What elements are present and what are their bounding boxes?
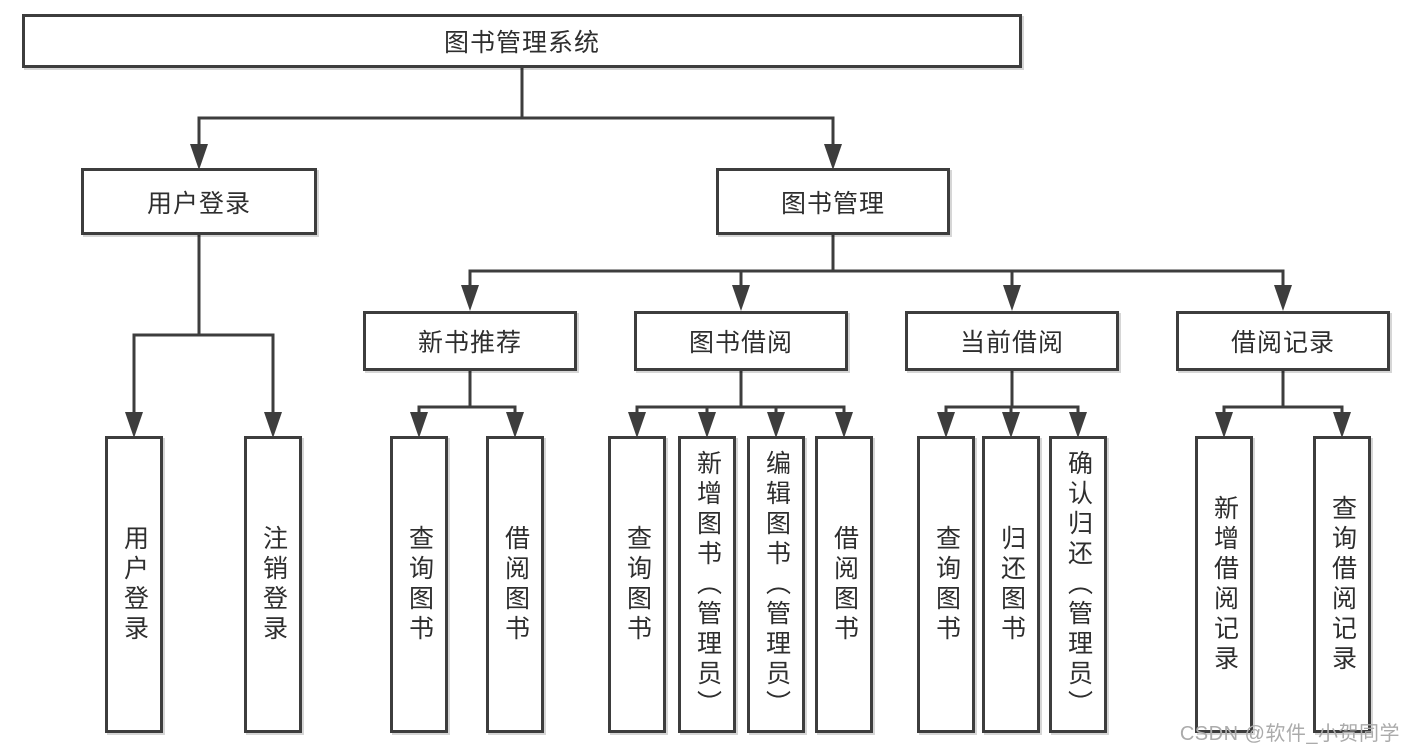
arrowhead-nb-query bbox=[410, 412, 428, 438]
leaf-cb-return-books-label: 归还图书 bbox=[997, 524, 1026, 645]
leaf-bb-add-books-admin-label: 新增图书（管理员） bbox=[693, 449, 722, 720]
arrowhead-nb-borrow bbox=[506, 412, 524, 438]
csdn-watermark: CSDN @软件_小贺同学 bbox=[1179, 723, 1400, 745]
leaf-cb-query-books: 查询图书 bbox=[917, 436, 975, 733]
leaf-br-query-record-label: 查询借阅记录 bbox=[1328, 494, 1357, 675]
leaf-br-query-record: 查询借阅记录 bbox=[1313, 436, 1371, 733]
node-book-management: 图书管理 bbox=[716, 168, 950, 235]
arrowhead-current-borrow bbox=[1003, 285, 1021, 311]
leaf-logout: 注销登录 bbox=[244, 436, 302, 733]
arrowhead-bb-borrow bbox=[835, 412, 853, 438]
leaf-logout-label: 注销登录 bbox=[259, 524, 288, 645]
arrowhead-leaf-logout bbox=[264, 412, 282, 438]
arrowhead-book-management bbox=[824, 144, 842, 170]
leaf-bb-borrow-books-label: 借阅图书 bbox=[830, 524, 859, 645]
leaf-bb-borrow-books: 借阅图书 bbox=[815, 436, 873, 733]
edge-book-borrow-rail bbox=[635, 405, 846, 418]
leaf-user-login: 用户登录 bbox=[105, 436, 163, 733]
leaf-nb-borrow-books: 借阅图书 bbox=[486, 436, 544, 733]
leaf-user-login-label: 用户登录 bbox=[120, 524, 149, 645]
edge-book-management-rail bbox=[468, 269, 1285, 292]
arrowhead-user-login bbox=[190, 144, 208, 170]
arrowhead-bb-query bbox=[628, 412, 646, 438]
leaf-bb-add-books-admin: 新增图书（管理员） bbox=[678, 436, 736, 733]
node-user-login: 用户登录 bbox=[81, 168, 317, 235]
arrowhead-br-query bbox=[1333, 412, 1351, 438]
arrowhead-bb-edit bbox=[767, 412, 785, 438]
node-new-book-recommendation: 新书推荐 bbox=[363, 311, 577, 371]
arrowhead-new-book bbox=[461, 285, 479, 311]
edge-borrow-record-rail bbox=[1222, 405, 1344, 418]
leaf-cb-confirm-return-admin-label: 确认归还（管理员） bbox=[1064, 449, 1093, 720]
node-root-system: 图书管理系统 bbox=[22, 14, 1022, 68]
leaf-br-add-record: 新增借阅记录 bbox=[1195, 436, 1253, 733]
edge-root-rail bbox=[197, 116, 835, 150]
arrowhead-book-borrow bbox=[732, 285, 750, 311]
node-borrowing-records: 借阅记录 bbox=[1176, 311, 1390, 371]
arrowhead-cb-confirm bbox=[1069, 412, 1087, 438]
leaf-bb-edit-books-admin: 编辑图书（管理员） bbox=[747, 436, 805, 733]
leaf-br-add-record-label: 新增借阅记录 bbox=[1210, 494, 1239, 675]
leaf-nb-borrow-books-label: 借阅图书 bbox=[501, 524, 530, 645]
leaf-cb-query-books-label: 查询图书 bbox=[932, 524, 961, 645]
leaf-bb-edit-books-admin-label: 编辑图书（管理员） bbox=[762, 449, 791, 720]
leaf-bb-query-books-label: 查询图书 bbox=[623, 524, 652, 645]
leaf-nb-query-books-label: 查询图书 bbox=[405, 524, 434, 645]
node-current-borrowing: 当前借阅 bbox=[905, 311, 1119, 371]
leaf-cb-return-books: 归还图书 bbox=[982, 436, 1040, 733]
node-book-borrowing: 图书借阅 bbox=[634, 311, 848, 371]
leaf-nb-query-books: 查询图书 bbox=[390, 436, 448, 733]
arrowhead-leaf-login bbox=[125, 412, 143, 438]
arrowhead-borrow-record bbox=[1274, 285, 1292, 311]
edge-new-book-rail bbox=[417, 405, 517, 418]
arrowhead-bb-add bbox=[698, 412, 716, 438]
arrowhead-cb-query bbox=[937, 412, 955, 438]
arrowhead-br-add bbox=[1215, 412, 1233, 438]
arrowhead-cb-return bbox=[1002, 412, 1020, 438]
leaf-bb-query-books: 查询图书 bbox=[608, 436, 666, 733]
edge-user-login-rail bbox=[132, 333, 275, 418]
leaf-cb-confirm-return-admin: 确认归还（管理员） bbox=[1049, 436, 1107, 733]
